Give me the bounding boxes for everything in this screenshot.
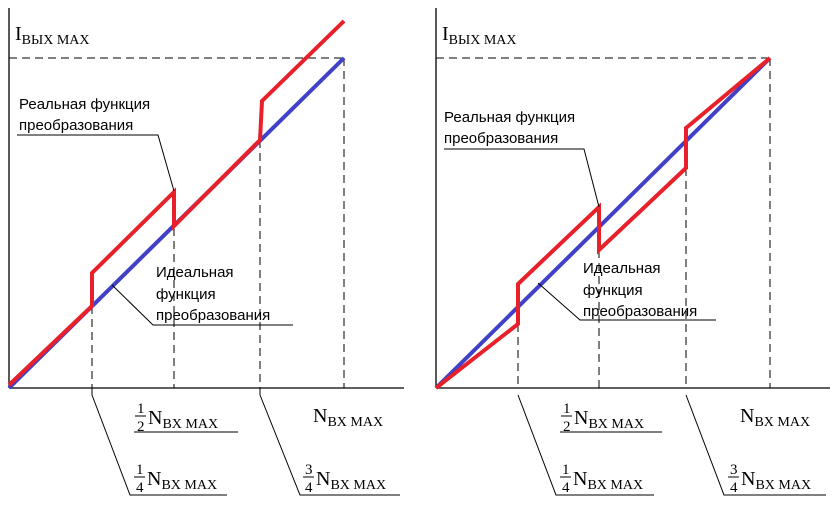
- right-panel: Реальная функция преобразования Идеальна…: [434, 8, 830, 496]
- right-y-axis-label: IВЫХ MAX: [442, 23, 517, 48]
- left-x-half-label: 1 2 NBX MAX: [135, 401, 218, 435]
- left-real-label-2: преобразования: [19, 117, 133, 134]
- left-y-axis-label: IВЫХ MAX: [15, 23, 90, 48]
- right-ideal-line: [434, 56, 772, 390]
- svg-text:4: 4: [730, 480, 738, 496]
- left-ideal-label-3: преобразования: [156, 307, 270, 324]
- svg-text:4: 4: [305, 480, 313, 496]
- right-x-three-quarter-label: 3 4 NBX MAX: [728, 462, 811, 496]
- svg-text:1: 1: [562, 462, 570, 478]
- right-x-quarter-label: 1 4 NBX MAX: [560, 462, 643, 496]
- left-ideal-label-2: функция: [156, 286, 216, 303]
- right-tq-leader: [685, 394, 826, 496]
- left-x-quarter-label: 1 4 NBX MAX: [134, 462, 217, 496]
- right-ideal-label-3: преобразования: [583, 303, 697, 320]
- right-real-leader: [444, 148, 600, 208]
- left-x-three-quarter-label: 3 4 NBX MAX: [303, 462, 386, 496]
- right-real-line: [434, 56, 772, 390]
- right-ideal-label-1: Идеальная: [583, 260, 661, 277]
- right-ideal-leader: [537, 282, 716, 321]
- svg-text:NBX MAX: NBX MAX: [316, 468, 386, 493]
- svg-text:NBX MAX: NBX MAX: [573, 468, 643, 493]
- svg-text:3: 3: [305, 462, 313, 478]
- right-real-label-1: Реальная функция: [444, 109, 575, 126]
- right-x-full-label: NBX MAX: [740, 405, 810, 430]
- svg-text:4: 4: [562, 480, 570, 496]
- svg-text:3: 3: [730, 462, 738, 478]
- svg-text:2: 2: [137, 419, 145, 435]
- left-ideal-leader: [111, 284, 293, 326]
- svg-text:NBX MAX: NBX MAX: [574, 407, 644, 432]
- svg-text:1: 1: [136, 462, 144, 478]
- left-tq-leader: [259, 394, 400, 496]
- svg-text:1: 1: [137, 401, 145, 417]
- left-real-line: [7, 19, 346, 387]
- left-real-label-1: Реальная функция: [19, 96, 150, 113]
- svg-text:NBX MAX: NBX MAX: [741, 468, 811, 493]
- left-x-full-label: NBX MAX: [313, 405, 383, 430]
- left-ideal-label-1: Идеальная: [156, 264, 234, 281]
- left-panel: Реальная функция преобразования Идеальна…: [7, 8, 404, 496]
- svg-text:NBX MAX: NBX MAX: [147, 468, 217, 493]
- svg-text:2: 2: [563, 419, 571, 435]
- right-real-label-2: преобразования: [444, 130, 558, 147]
- left-real-leader: [17, 134, 175, 192]
- right-ideal-label-2: функция: [583, 282, 643, 299]
- svg-text:1: 1: [563, 401, 571, 417]
- svg-text:NBX MAX: NBX MAX: [148, 407, 218, 432]
- left-quarter-leader: [91, 394, 227, 496]
- right-quarter-leader: [517, 394, 654, 496]
- svg-text:4: 4: [136, 480, 144, 496]
- right-x-half-label: 1 2 NBX MAX: [561, 401, 644, 435]
